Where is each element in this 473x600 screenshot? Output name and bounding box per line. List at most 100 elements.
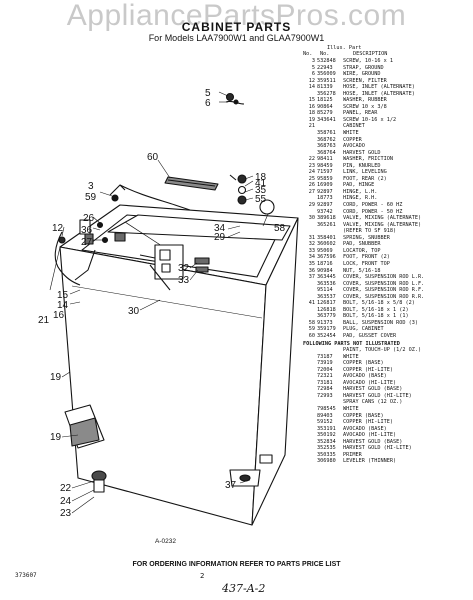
callout-59: 59 [85,192,97,203]
fig-number: 26 [308,182,315,189]
part-description: HARVEST GOLD (BASE) [343,386,403,393]
fig-number: 58 [308,319,315,326]
part-number: 359511 [317,77,336,84]
part-number: 358761 [317,130,336,137]
part-number: 126817 [317,300,336,307]
fig-number: 34 [308,254,315,261]
callout-36: 36 [81,225,93,236]
part-number: 93742 [317,208,333,215]
part-description: AVOCADO (HI-LITE) [343,379,397,386]
table-row: (REFER TO SF 918) [303,228,468,235]
part-description: PAD, HINGE [343,182,375,189]
part-number: 350192 [317,432,336,439]
fig-number: 22 [308,156,315,163]
part-number: 92897 [317,202,333,209]
part-description: SPRING, SNUBBER [343,234,390,241]
part-number: 98459 [317,162,333,169]
part-number: 360602 [317,241,336,248]
callout-12: 12 [52,223,64,234]
part-number: 89403 [317,412,333,419]
part-number: 90984 [317,267,333,274]
callout-5: 5 [205,88,211,99]
callout-60: 60 [147,152,159,163]
part-number: 73187 [317,353,333,360]
part-description: HOSE, INLET (ALTERNATE) [343,84,415,91]
part-number: 532848 [317,58,336,64]
callout-32: 32 [178,263,190,274]
fig-number: 27 [308,188,315,195]
part-number: 59152 [317,419,333,426]
leader-lines [61,91,269,514]
table-row: 72984 HARVEST GOLD (BASE) [303,386,468,393]
part-description: COVER, SUSPENSION ROD R.F. [343,287,425,294]
part-number: 352834 [317,438,336,445]
top-screws [229,174,247,205]
part-number: 126818 [317,306,336,313]
fig-number: 21 [308,123,315,130]
fig-number: 6 [311,71,315,78]
part-description: WIRE, GROUND [343,71,381,78]
part-description: COVER, SUSPENSION ROD L.R. [343,274,425,281]
part-description: LOCATOR, TOP [343,247,381,254]
fig-number: 31 [308,234,315,241]
part-number: 16909 [317,182,333,189]
mixing-valve [139,244,184,291]
fig-number: 25 [308,175,315,182]
callout-37: 37 [225,480,237,491]
part-description: COPPER [343,136,362,143]
ordering-note: FOR ORDERING INFORMATION REFER TO PARTS … [132,561,341,568]
part-description: HARVEST GOLD (HI-LITE) [343,392,412,399]
callout-22: 22 [60,483,72,494]
part-description: HARVEST GOLD (HI-LITE) [343,445,412,452]
part-description: VALVE, MIXING (ALTERNATE) [343,221,422,228]
fig-number: 18 [308,110,315,117]
part-description: SCREW, 10-16 x 1 [343,58,393,64]
part-number: 92897 [317,188,333,195]
part-description: PAINT, TOUCH-UP (1/2 OZ.) [343,347,422,354]
part-number: 72993 [317,392,333,399]
part-number: 363779 [317,313,336,320]
header-part-no: No. [320,51,330,57]
callout-23: 23 [60,508,72,519]
callout-30: 30 [128,306,140,317]
part-description: WASHER, FRICTION [343,156,393,163]
page-title: CABINET PARTS [181,20,292,34]
part-number: 352535 [317,445,336,452]
header-illus-part: Illus. Part [327,45,362,51]
part-description: COPPER (HI-LITE) [343,366,393,373]
document-number: 373607 [15,572,37,579]
fig-number: 59 [308,326,315,333]
part-number: 72984 [317,386,333,393]
callout-19-upper: 19 [50,372,62,383]
part-description: HARVEST GOLD [343,149,381,156]
callout-18: 18 [255,172,267,183]
part-description: COPPER (BASE) [343,360,384,367]
part-description: SCREEN, FILTER [343,77,387,84]
part-description: PAD, GUSSET COVER [343,332,397,339]
part-number: 343641 [317,116,336,123]
table-header: Illus. Part No. No. DESCRIPTION [303,45,468,58]
part-number: 73919 [317,360,333,367]
